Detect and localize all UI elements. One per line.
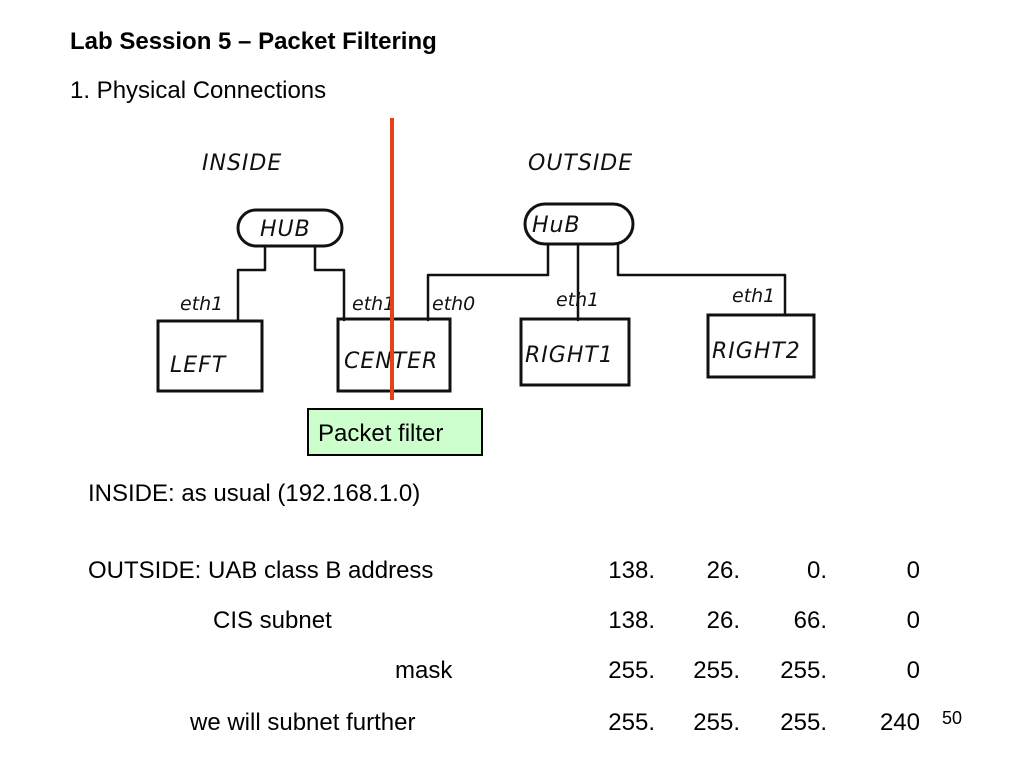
row-mask-octet-3: 255. [780, 657, 827, 684]
row-uab-octet-4: 0 [906, 557, 920, 584]
left-iface-label: eth1 [180, 293, 223, 315]
host-right1 [519, 317, 631, 387]
section-heading: 1. Physical Connections [70, 77, 327, 104]
packet-filter-box [307, 408, 483, 456]
row-subnet-octet-1: 255. [608, 709, 655, 736]
row-cis-octet-4: 0 [906, 607, 920, 634]
row-subnet-octet-2: 255. [693, 709, 740, 736]
host-right2 [706, 313, 816, 379]
inside-zone-label: INSIDE [202, 151, 282, 176]
inside-hub [236, 208, 344, 248]
network-diagram: INSIDE OUTSIDE HUB HuB eth1 eth1 eth0 et… [156, 118, 816, 400]
row-mask-octet-4: 0 [906, 657, 920, 684]
row-subnet-octet-4: 240 [879, 709, 920, 736]
wire-hub-to-center-eth0 [426, 242, 550, 322]
right2-iface-label: eth1 [732, 285, 775, 307]
outside-hub-label: HuB [532, 213, 581, 238]
inside-network-note: INSIDE: as usual (192.168.1.0) [88, 480, 421, 507]
row-cis-label: CIS subnet [213, 607, 332, 634]
row-subnet-label: we will subnet further [190, 709, 416, 736]
host-left-label: LEFT [170, 353, 227, 378]
wire-hub-to-right2 [616, 242, 787, 315]
row-cis-octet-1: 138. [608, 607, 655, 634]
row-mask-label: mask [395, 657, 453, 684]
row-uab-octet-3: 0. [806, 557, 827, 584]
row-cis-octet-2: 26. [706, 607, 740, 634]
page-number: 50 [942, 708, 963, 728]
packet-filter-label: Packet filter [318, 420, 444, 447]
row-uab-label: OUTSIDE: UAB class B address [88, 557, 434, 584]
row-cis-octet-3: 66. [793, 607, 827, 634]
host-right1-label: RIGHT1 [525, 343, 614, 368]
slide-title: Lab Session 5 – Packet Filtering [70, 28, 437, 55]
wire-hub-to-left [236, 244, 267, 322]
row-uab-octet-1: 138. [608, 557, 655, 584]
host-left [156, 319, 264, 393]
inside-hub-label: HUB [260, 217, 311, 242]
center-iface-outside-label: eth0 [432, 293, 475, 315]
host-right2-label: RIGHT2 [712, 339, 801, 364]
row-mask-octet-2: 255. [693, 657, 740, 684]
row-uab-octet-2: 26. [706, 557, 740, 584]
row-mask-octet-1: 255. [608, 657, 655, 684]
center-iface-inside-label: eth1 [352, 293, 395, 315]
row-subnet-octet-3: 255. [780, 709, 827, 736]
right1-iface-label: eth1 [556, 289, 599, 311]
outside-zone-label: OUTSIDE [528, 151, 633, 176]
wire-hub-to-center [313, 244, 346, 322]
